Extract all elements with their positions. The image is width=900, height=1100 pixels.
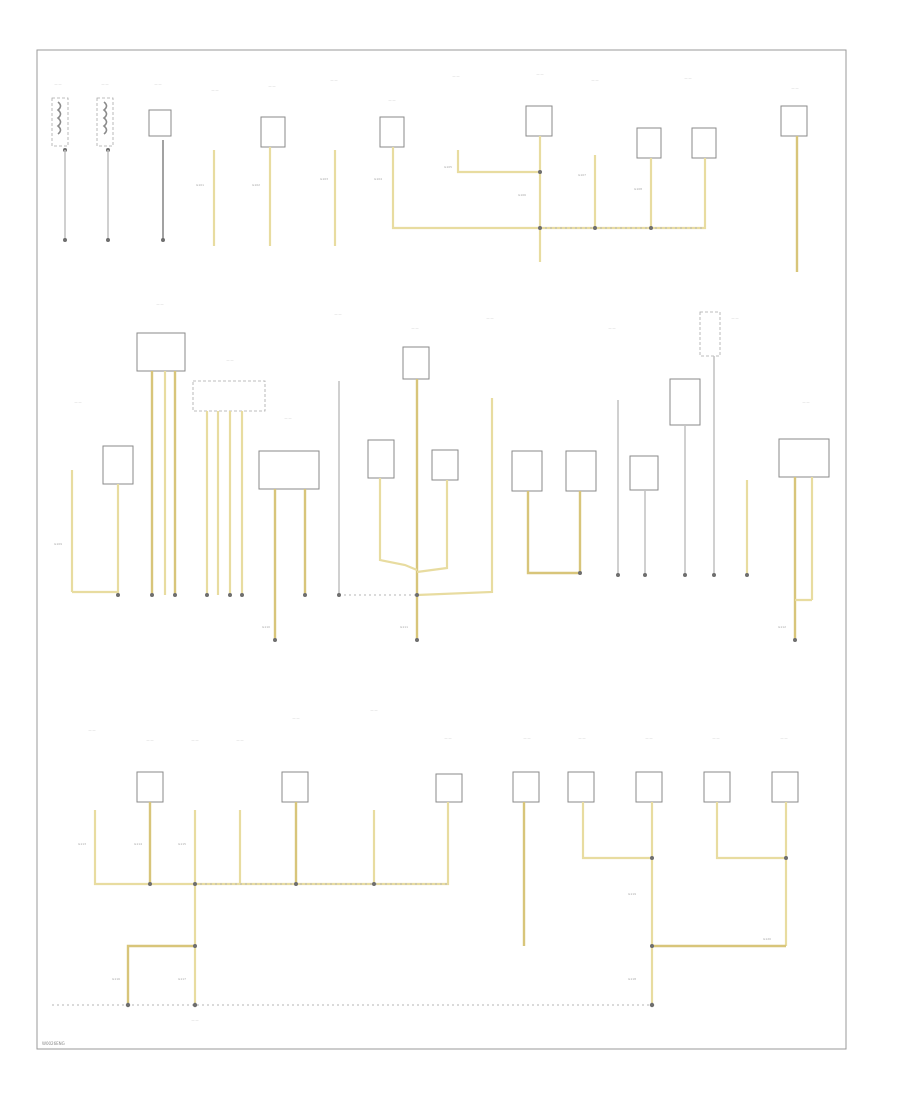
svg-text:··· ···: ··· ···	[101, 83, 108, 87]
svg-text:··· ···: ··· ···	[684, 77, 691, 81]
section-top: ··· ··· ··· ··· ··· ··· ··· ··· ··· ··· …	[51, 73, 808, 272]
svg-text:··· ···: ··· ···	[191, 1019, 198, 1023]
component-box	[778, 438, 830, 478]
svg-text:··· ···: ··· ···	[523, 737, 530, 741]
component-box	[691, 127, 717, 159]
ground-label: G104	[374, 177, 382, 181]
component-box	[669, 378, 701, 426]
ground-label: G105	[444, 165, 452, 169]
svg-text:··· ···: ··· ···	[330, 79, 337, 83]
ground-label: G110	[262, 625, 270, 629]
component-box	[136, 332, 186, 372]
component-box	[148, 109, 172, 137]
svg-text:··· ···: ··· ···	[645, 737, 652, 741]
svg-text:··· ···: ··· ···	[156, 303, 163, 307]
ground-label: G109	[54, 542, 62, 546]
svg-text:··· ···: ··· ···	[268, 85, 275, 89]
ground-label: G111	[400, 625, 408, 629]
component-box	[567, 771, 595, 803]
component-box	[699, 311, 721, 357]
svg-text:··· ···: ··· ···	[578, 737, 585, 741]
svg-text:··· ···: ··· ···	[731, 317, 738, 321]
component-box	[192, 380, 266, 412]
svg-text:··· ···: ··· ···	[444, 737, 451, 741]
svg-text:··· ···: ··· ···	[236, 739, 243, 743]
component-box	[703, 771, 731, 803]
svg-text:··· ···: ··· ···	[780, 737, 787, 741]
component-box	[629, 455, 659, 491]
page-code: W0026ENG	[42, 1041, 65, 1046]
svg-text:··· ···: ··· ···	[608, 327, 615, 331]
svg-text:··· ···: ··· ···	[334, 313, 341, 317]
ground-label: G118	[628, 977, 636, 981]
svg-text:··· ···: ··· ···	[226, 359, 233, 363]
svg-text:··· ···: ··· ···	[284, 417, 291, 421]
component-box	[281, 771, 309, 803]
ground-label: G108	[634, 187, 642, 191]
svg-text:··· ···: ··· ···	[536, 73, 543, 77]
svg-text:··· ···: ··· ···	[802, 401, 809, 405]
component-box	[258, 450, 320, 490]
component-box	[771, 771, 799, 803]
diagram-frame	[36, 49, 847, 1050]
svg-text:··· ···: ··· ···	[88, 729, 95, 733]
component-box	[379, 116, 405, 148]
svg-text:··· ···: ··· ···	[411, 327, 418, 331]
svg-text:··· ···: ··· ···	[211, 89, 218, 93]
svg-text:··· ···: ··· ···	[154, 83, 161, 87]
ground-label: G102	[252, 183, 260, 187]
coil-component	[51, 97, 69, 152]
component-box	[512, 771, 540, 803]
section-middle: ··· ··· ··· ··· ··· ··· ··· ··· ··· ··· …	[54, 303, 830, 642]
component-box	[636, 127, 662, 159]
ground-label: G107	[578, 173, 586, 177]
component-box	[367, 439, 395, 479]
component-box	[431, 449, 459, 481]
section-bottom: ··· ··· ··· ··· ··· ··· ··· ··· ··· ··· …	[52, 709, 799, 1023]
ground-label: G114	[134, 842, 142, 846]
component-box	[565, 450, 597, 492]
ground-label: G116	[112, 977, 120, 981]
svg-text:··· ···: ··· ···	[370, 709, 377, 713]
component-box	[402, 346, 430, 380]
svg-text:··· ···: ··· ···	[292, 717, 299, 721]
svg-text:··· ···: ··· ···	[54, 83, 61, 87]
component-box	[635, 771, 663, 803]
svg-text:··· ···: ··· ···	[791, 87, 798, 91]
ground-label: G106	[518, 193, 526, 197]
component-box	[780, 105, 808, 137]
component-box	[260, 116, 286, 148]
ground-label: G117	[178, 977, 186, 981]
component-box	[435, 773, 463, 803]
ground-label: G113	[78, 842, 86, 846]
svg-text:··· ···: ··· ···	[388, 99, 395, 103]
svg-text:··· ···: ··· ···	[591, 79, 598, 83]
svg-text:··· ···: ··· ···	[712, 737, 719, 741]
ground-label: G115	[178, 842, 186, 846]
component-box	[102, 445, 134, 485]
component-box	[511, 450, 543, 492]
coil-component	[96, 97, 114, 152]
svg-text:··· ···: ··· ···	[146, 739, 153, 743]
ground-label: G103	[320, 177, 328, 181]
svg-text:··· ···: ··· ···	[452, 75, 459, 79]
ground-label: G119	[628, 892, 636, 896]
ground-label: G101	[196, 183, 204, 187]
ground-label: G112	[778, 625, 786, 629]
svg-text:··· ···: ··· ···	[486, 317, 493, 321]
component-box	[525, 105, 553, 137]
component-box	[136, 771, 164, 803]
svg-text:··· ···: ··· ···	[74, 401, 81, 405]
svg-text:··· ···: ··· ···	[191, 739, 198, 743]
ground-label: G120	[763, 937, 771, 941]
